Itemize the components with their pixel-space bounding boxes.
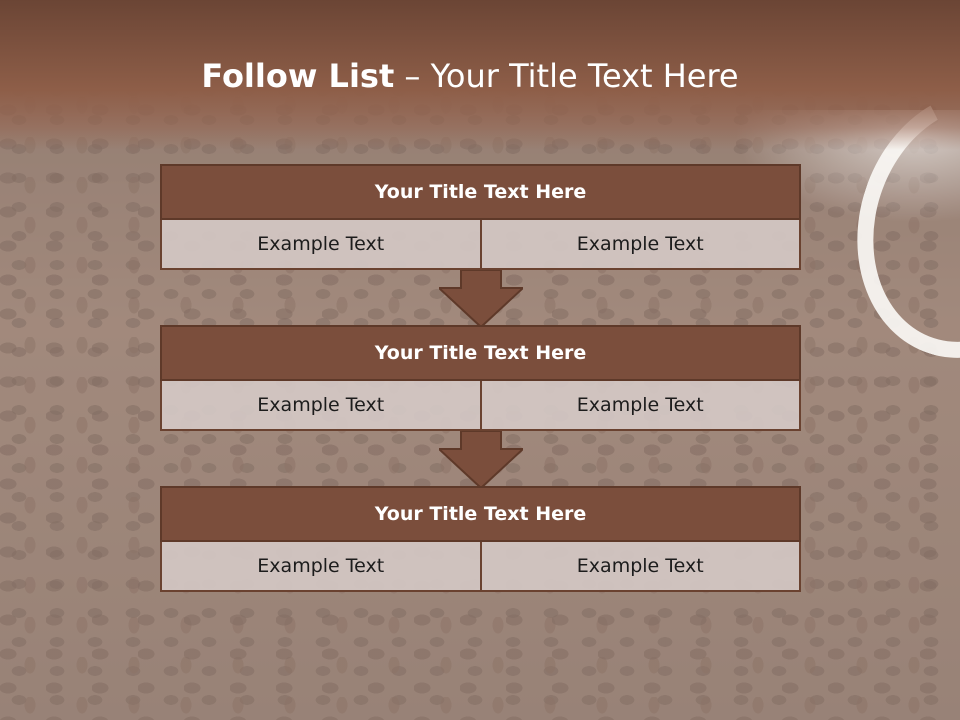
- down-arrow-icon: [439, 431, 523, 489]
- slide-title: Follow List – Your Title Text Here: [0, 53, 940, 99]
- block-title: Your Title Text Here: [160, 325, 801, 381]
- block-cell-left: Example Text: [160, 220, 482, 270]
- block-row: Example Text Example Text: [160, 542, 801, 592]
- block-title: Your Title Text Here: [160, 164, 801, 220]
- block-cell-left: Example Text: [160, 381, 482, 431]
- list-block-3: Your Title Text Here Example Text Exampl…: [160, 486, 801, 592]
- title-rest-part: – Your Title Text Here: [394, 57, 739, 95]
- list-block-1: Your Title Text Here Example Text Exampl…: [160, 164, 801, 270]
- block-cell-left: Example Text: [160, 542, 482, 592]
- block-cell-right: Example Text: [481, 381, 801, 431]
- block-cell-right: Example Text: [481, 220, 801, 270]
- block-row: Example Text Example Text: [160, 381, 801, 431]
- block-row: Example Text Example Text: [160, 220, 801, 270]
- block-cell-right: Example Text: [481, 542, 801, 592]
- down-arrow-icon: [439, 270, 523, 328]
- title-bold-part: Follow List: [201, 57, 395, 95]
- block-title: Your Title Text Here: [160, 486, 801, 542]
- list-block-2: Your Title Text Here Example Text Exampl…: [160, 325, 801, 431]
- header-band: [0, 0, 960, 150]
